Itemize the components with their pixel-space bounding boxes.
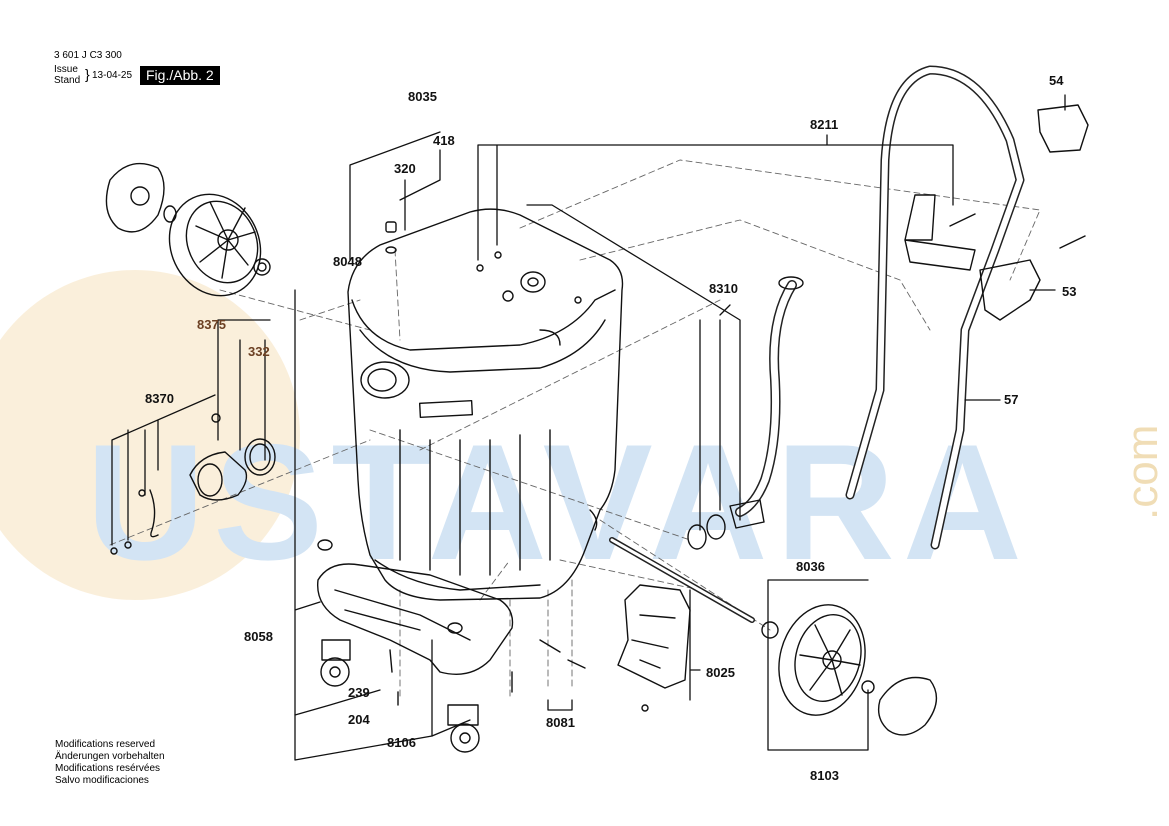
part-label-8035: 8035 <box>408 89 437 104</box>
handle-assembly <box>845 65 1089 550</box>
assembly-dashed-lines <box>109 159 1041 701</box>
part-label-8310: 8310 <box>709 281 738 296</box>
part-label-54: 54 <box>1049 73 1064 88</box>
part-label-332: 332 <box>248 344 270 359</box>
footer-line-es: Salvo modificaciones <box>55 775 149 786</box>
issue-label: Issue <box>54 64 78 75</box>
part-label-320: 320 <box>394 161 416 176</box>
part-label-8025: 8025 <box>706 665 735 680</box>
hose-connector-group <box>110 413 276 555</box>
part-label-8211: 8211 <box>810 117 839 132</box>
part-label-8106: 8106 <box>387 735 416 750</box>
part-label-8370: 8370 <box>145 391 174 406</box>
part-number: 3 601 J C3 300 <box>54 50 122 61</box>
label-leader-lines <box>111 94 1066 761</box>
left-wheel-assembly <box>105 162 271 297</box>
part-label-8375: 8375 <box>197 317 226 332</box>
part-label-239: 239 <box>348 685 370 700</box>
part-label-8103: 8103 <box>810 768 839 783</box>
footer-line-de: Änderungen vorbehalten <box>55 751 165 762</box>
suction-hose <box>687 276 804 550</box>
part-label-8036: 8036 <box>796 559 825 574</box>
figure-label: Fig./Abb. 2 <box>140 66 220 85</box>
footer-notice: Modifications reserved Änderungen vorbeh… <box>55 739 165 787</box>
right-wheel-assembly <box>609 537 938 736</box>
container-tank <box>347 208 624 601</box>
footer-line-fr: Modifications resérvées <box>55 763 161 774</box>
watermark-circle <box>0 270 300 600</box>
top-fasteners <box>385 221 397 254</box>
part-label-418: 418 <box>433 133 455 148</box>
part-label-8081: 8081 <box>546 715 575 730</box>
part-label-57: 57 <box>1004 392 1019 407</box>
brace-glyph: } <box>85 66 90 82</box>
issue-date: 13-04-25 <box>92 70 133 81</box>
part-label-8058: 8058 <box>244 629 273 644</box>
bracket-8025 <box>617 584 691 712</box>
part-label-8048: 8048 <box>333 254 362 269</box>
stand-label: Stand <box>54 75 81 86</box>
part-label-204: 204 <box>348 712 370 727</box>
part-label-53: 53 <box>1062 284 1077 299</box>
base-chassis <box>316 539 586 753</box>
footer-line-en: Modifications reserved <box>55 739 156 750</box>
